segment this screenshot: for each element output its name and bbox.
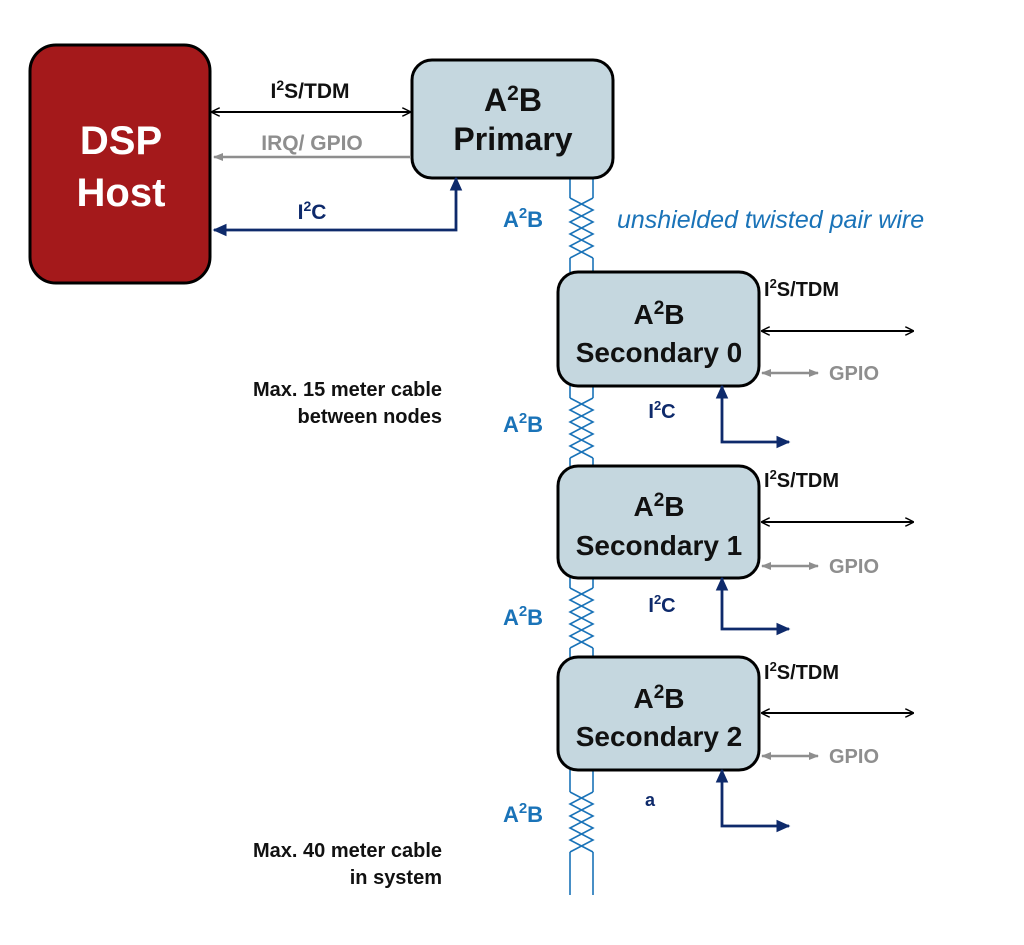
a2b-primary-block: A2B Primary bbox=[410, 58, 615, 180]
host-i2c-label: I2C bbox=[298, 198, 327, 224]
i2c-link bbox=[212, 176, 463, 237]
note-cable-between-nodes-line1: Max. 15 meter cable bbox=[253, 379, 442, 401]
secondary-2-i2s-label: I2S/TDM bbox=[764, 659, 839, 684]
note-cable-between-nodes-line2: between nodes bbox=[297, 406, 442, 428]
secondary-0-title-line2: Secondary 0 bbox=[576, 337, 743, 368]
secondary-2-gpio-label: GPIO bbox=[829, 746, 879, 768]
bus-label-3: A2B bbox=[503, 800, 543, 827]
secondary-1-gpio-label: GPIO bbox=[829, 556, 879, 578]
bus-label-1: A2B bbox=[503, 410, 543, 437]
secondary-2-title-line1: A2B bbox=[633, 682, 684, 714]
primary-title-line1: A2B bbox=[484, 82, 542, 118]
host-title-line2: Host bbox=[77, 171, 166, 215]
host-irq-label: IRQ/ GPIO bbox=[261, 132, 363, 155]
secondary-1-i2c-label: I2C bbox=[648, 592, 675, 617]
secondary-1-title-line2: Secondary 1 bbox=[576, 530, 743, 561]
secondary-2-links: I2S/TDM GPIO a bbox=[645, 659, 913, 833]
note-cable-in-system-line2: in system bbox=[349, 867, 442, 889]
note-cable-in-system: Max. 40 meter cable in system bbox=[170, 838, 442, 892]
primary-title-line2: Primary bbox=[453, 121, 572, 157]
note-cable-in-system-line1: Max. 40 meter cable bbox=[253, 840, 442, 862]
a2b-secondary-0-block: A2B Secondary 0 bbox=[556, 270, 761, 388]
bus-label-2: A2B bbox=[503, 603, 543, 630]
secondary-0-links: I2S/TDM GPIO I2C bbox=[648, 276, 913, 449]
host-primary-links: I2S/TDM IRQ/ GPIO I2C bbox=[212, 77, 463, 237]
bus-labels: A2B A2B A2B A2B unshielded twisted pair … bbox=[503, 205, 924, 827]
note-cable-between-nodes: Max. 15 meter cable between nodes bbox=[170, 377, 442, 431]
dsp-host-block: DSP Host bbox=[28, 43, 212, 285]
a2b-secondary-2-block: A2B Secondary 2 bbox=[556, 655, 761, 772]
secondary-1-title-line1: A2B bbox=[633, 490, 684, 522]
twisted-pair-bus bbox=[568, 178, 595, 895]
secondary-1-links: I2S/TDM GPIO I2C bbox=[648, 467, 913, 636]
secondary-2-i2c-label: a bbox=[645, 790, 656, 810]
bus-label-0: A2B bbox=[503, 205, 543, 232]
secondary-0-title-line1: A2B bbox=[633, 298, 684, 330]
secondary-0-i2s-label: I2S/TDM bbox=[764, 276, 839, 301]
host-title-line1: DSP bbox=[80, 119, 162, 163]
secondary-0-i2c-label: I2C bbox=[648, 398, 675, 423]
secondary-0-gpio-label: GPIO bbox=[829, 363, 879, 385]
host-i2s-label: I2S/TDM bbox=[271, 77, 350, 103]
secondary-1-i2s-label: I2S/TDM bbox=[764, 467, 839, 492]
wire-type-label: unshielded twisted pair wire bbox=[617, 206, 924, 234]
a2b-secondary-1-block: A2B Secondary 1 bbox=[556, 464, 761, 580]
secondary-2-title-line2: Secondary 2 bbox=[576, 721, 743, 752]
